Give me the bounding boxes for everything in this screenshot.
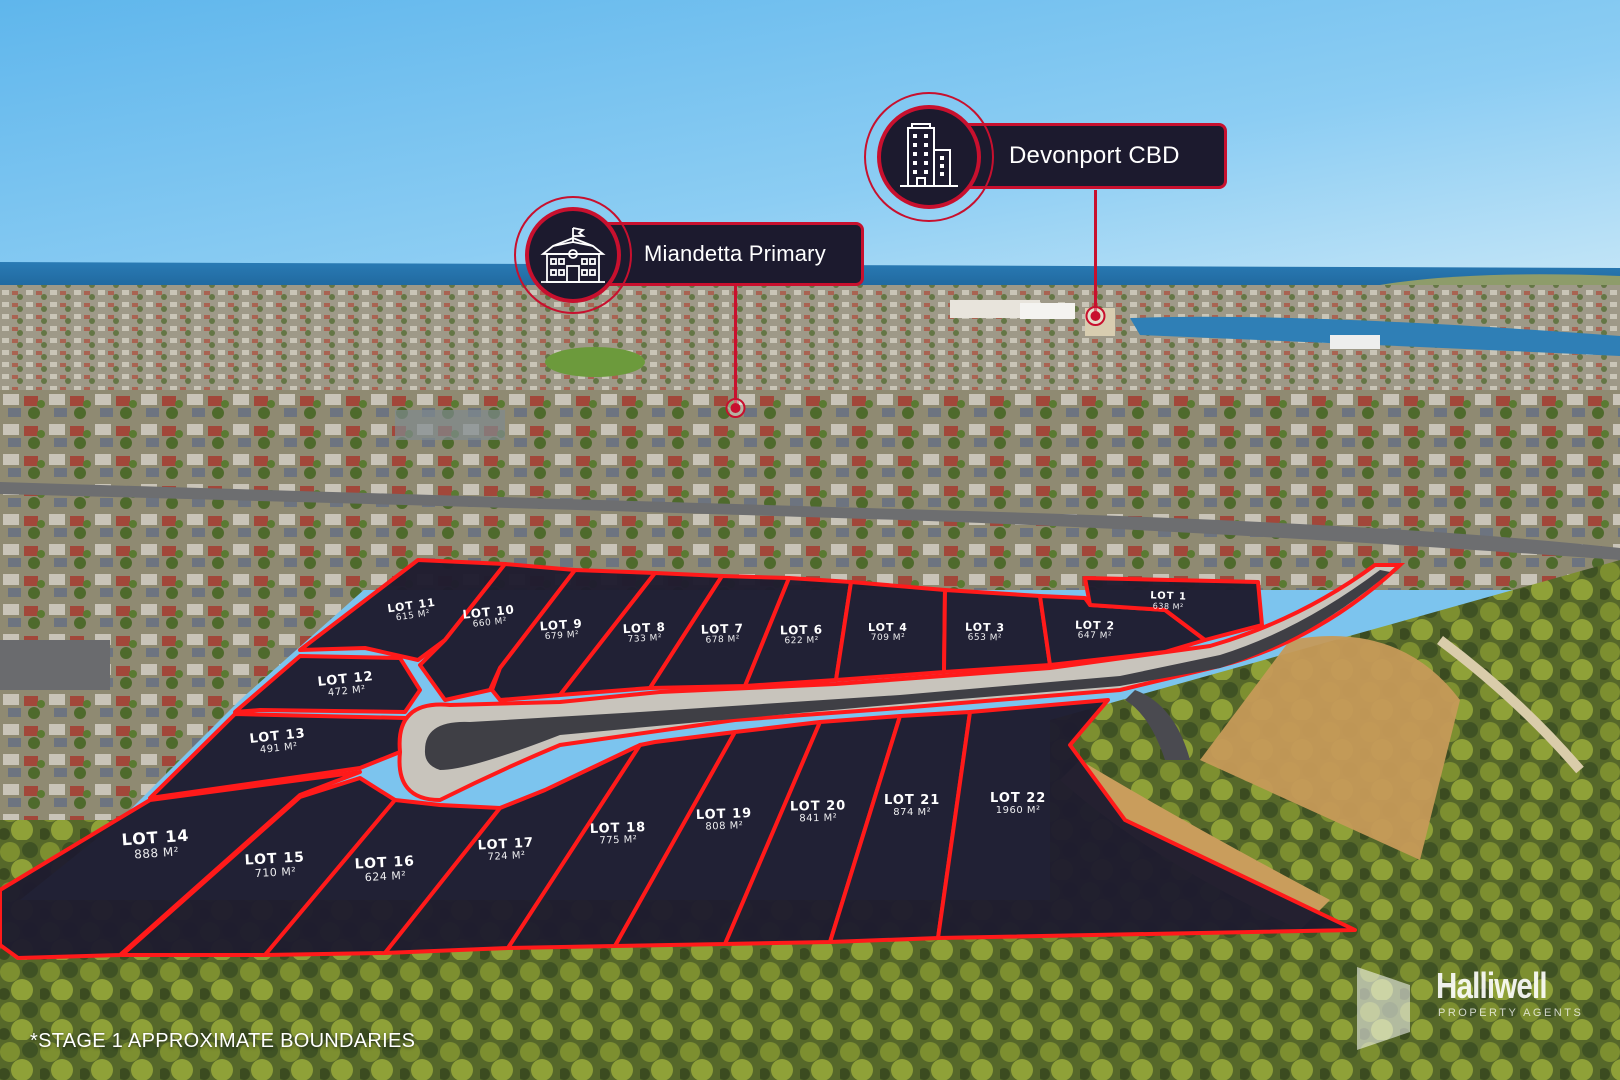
- lot-overlay: [0, 558, 1357, 960]
- miandetta-leader-line: [734, 285, 737, 403]
- brand-tagline: PROPERTY AGENTS: [1438, 1007, 1584, 1019]
- office-building-icon: [900, 123, 958, 187]
- lot-13-shape: [148, 712, 407, 800]
- brand-mark: [1357, 967, 1410, 1050]
- callout-ring: [864, 92, 994, 222]
- lot-22-shape: [936, 698, 1357, 940]
- callout-miandetta-primary[interactable]: Miandetta Primary: [514, 196, 894, 314]
- brand-name: Halliwell: [1436, 965, 1548, 1006]
- school-icon: [540, 227, 606, 283]
- callout-icon-badge: [877, 105, 981, 209]
- street: [0, 482, 1620, 560]
- callout-label: Miandetta Primary: [644, 241, 826, 266]
- brand-logo: Halliwell PROPERTY AGENTS: [1354, 963, 1594, 1043]
- callout-label: Devonport CBD: [1009, 142, 1180, 169]
- disclaimer-text: *STAGE 1 APPROXIMATE BOUNDARIES: [30, 1030, 416, 1052]
- lot-1-shape: [1083, 576, 1264, 642]
- callout-ring: [514, 196, 632, 314]
- callout-icon-badge: [525, 207, 621, 303]
- lot-12-shape: [233, 654, 422, 714]
- callout-label-bar: Devonport CBD: [949, 123, 1227, 189]
- devonport-leader-line: [1094, 190, 1097, 312]
- road: [397, 563, 1406, 803]
- lot-14-shape: [0, 770, 362, 960]
- sports-field: [545, 347, 645, 377]
- callout-label-bar: Miandetta Primary: [594, 222, 864, 286]
- callout-devonport-cbd[interactable]: Devonport CBD: [864, 92, 1264, 222]
